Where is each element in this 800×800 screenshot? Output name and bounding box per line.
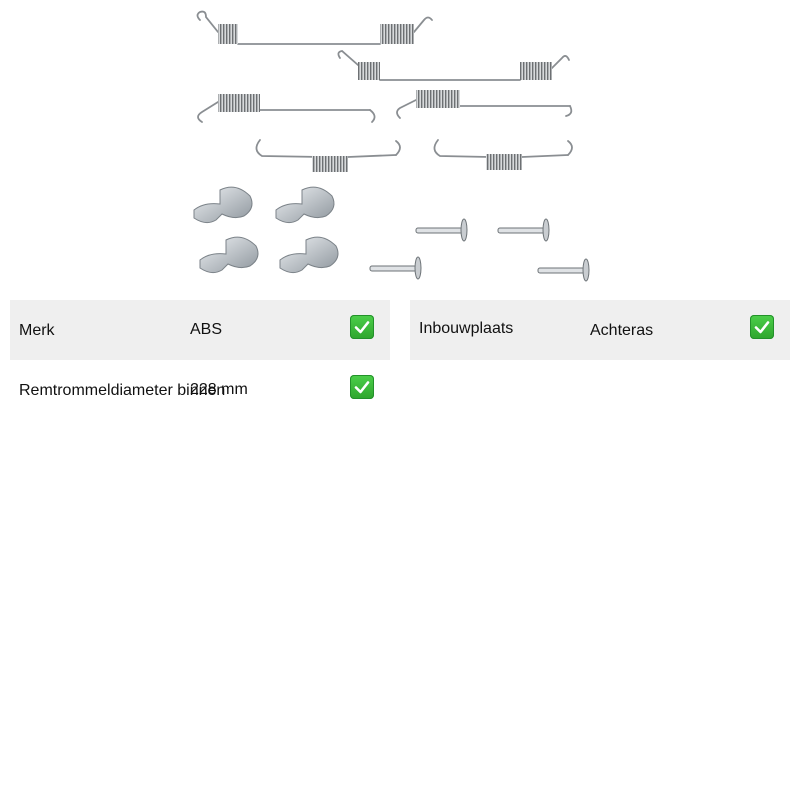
check-mark-icon bbox=[750, 315, 774, 339]
spec-label: Inbouwplaats bbox=[419, 320, 514, 337]
spec-row-merk: Merk ABS bbox=[10, 300, 390, 360]
spec-label: Merk bbox=[19, 322, 55, 339]
check-mark-icon bbox=[350, 375, 374, 399]
spec-label: Remtrommeldiameter binnen bbox=[19, 382, 226, 399]
spec-row-remtrommeldiameter: Remtrommeldiameter binnen 228 mm bbox=[10, 360, 390, 420]
check-mark-icon bbox=[350, 315, 374, 339]
spec-value: Achteras bbox=[590, 322, 654, 339]
spec-value: 228 mm bbox=[190, 381, 248, 398]
product-image bbox=[190, 10, 600, 290]
spec-value: ABS bbox=[190, 321, 223, 338]
spec-row-inbouwplaats: Inbouwplaats Achteras bbox=[410, 300, 790, 360]
